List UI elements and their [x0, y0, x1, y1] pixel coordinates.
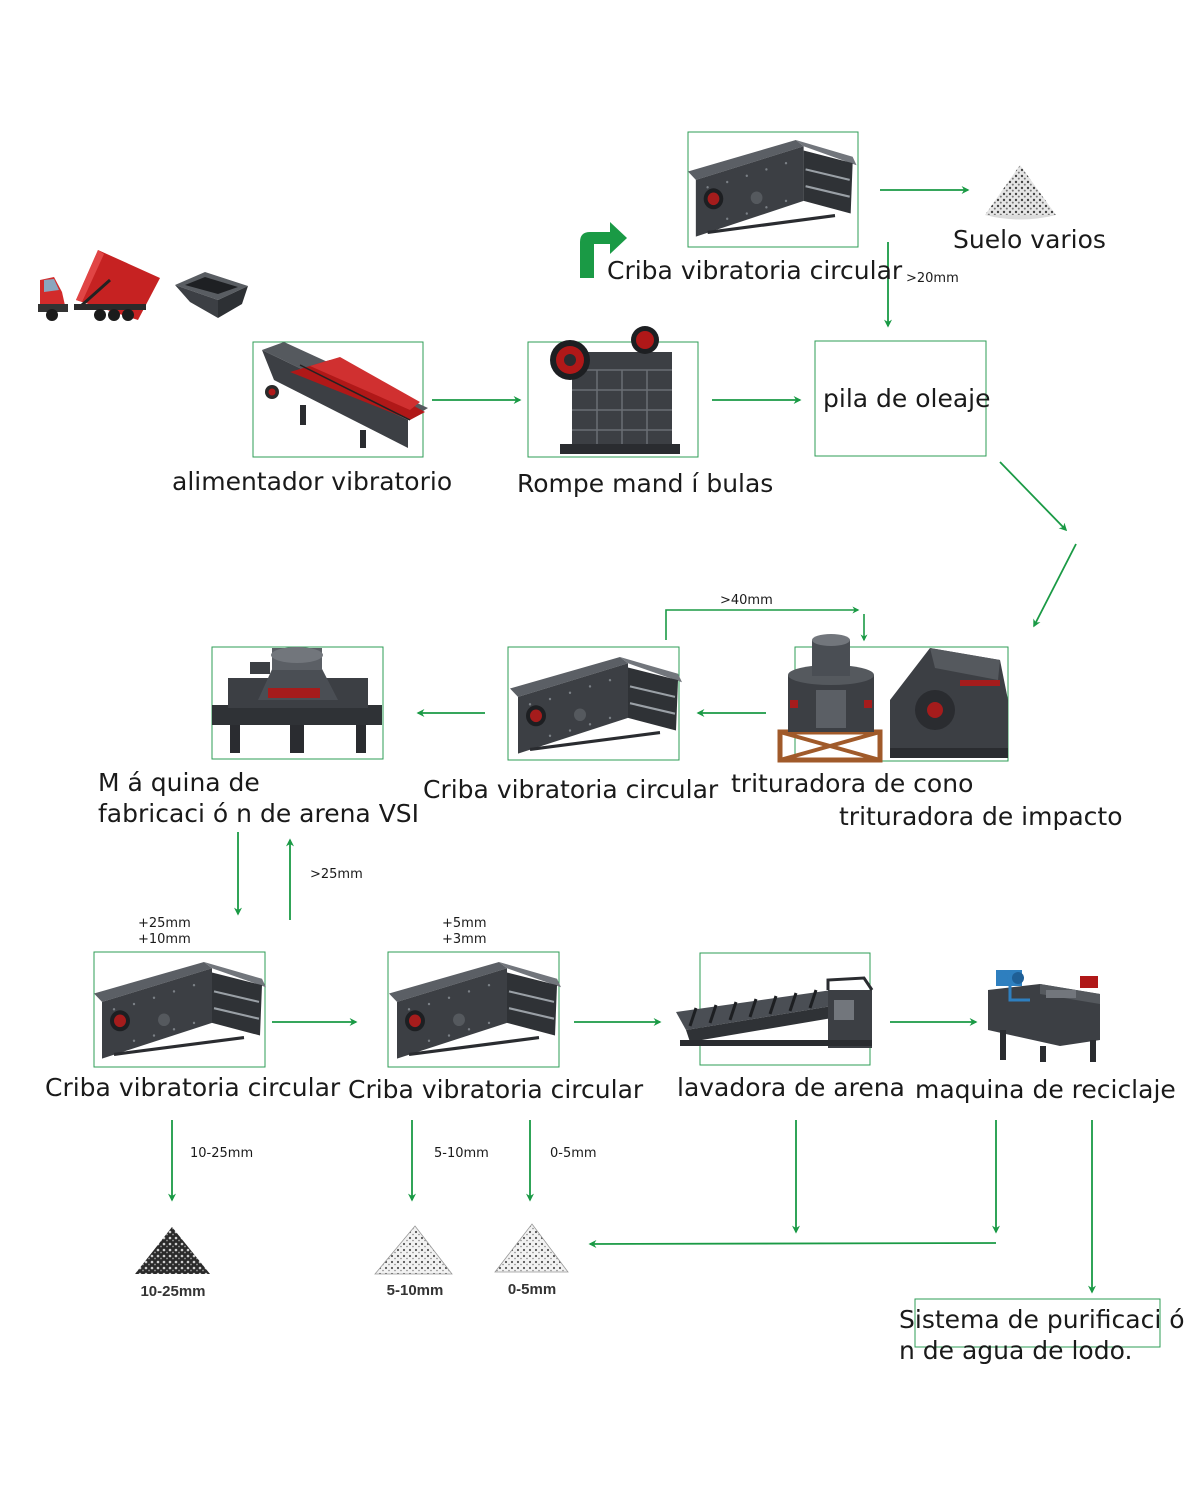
screen-top-frame: [687, 131, 859, 248]
surge-pile-frame: [814, 340, 987, 457]
screen-b-sizes: +5mm +3mm: [442, 916, 487, 947]
size-25-label: >25mm: [310, 867, 363, 882]
aggregate-pile-icon: [985, 165, 1056, 220]
impact-label: trituradora de impacto: [839, 802, 1123, 831]
arrow-recirculate-40: [665, 606, 860, 640]
vsi-label: M á quina de fabricaci ó n de arena VSI: [98, 768, 420, 828]
hopper-icon: [175, 272, 248, 318]
aggregate-pile-icon: [135, 1227, 210, 1274]
screen-mid-frame: [507, 646, 680, 761]
aggregate-pile-icon: [494, 1223, 569, 1273]
turn-arrow-icon: [580, 222, 627, 278]
surge-pile-label: pila de oleaje: [823, 384, 991, 413]
pile-label: 5-10mm: [386, 1282, 444, 1299]
recycling-machine-icon: [988, 970, 1100, 1062]
vibrating-screen-icon: [686, 138, 859, 239]
arrow-pile-down-1: [999, 461, 1068, 532]
vibrating-screen-icon: [508, 655, 684, 756]
out-10-25-label: 10-25mm: [190, 1146, 254, 1161]
feeder-label: alimentador vibratorio: [172, 467, 453, 496]
out-5-10-label: 5-10mm: [434, 1146, 489, 1161]
vibrating-feeder-icon: [262, 342, 428, 448]
aggregate-pile-icon: [374, 1225, 453, 1275]
screen-top-label: Criba vibratoria circular: [607, 256, 903, 285]
pile-label: 0-5mm: [507, 1281, 557, 1298]
water-system-label: Sistema de purificaci ó n de agua de lod…: [899, 1305, 1185, 1365]
vibrating-screen-icon: [92, 960, 268, 1061]
screen-a-frame: [93, 951, 266, 1068]
feeder-frame: [252, 341, 424, 458]
water-system-frame: [914, 1298, 1161, 1348]
screen-b-frame: [387, 951, 560, 1068]
dump-truck-icon: [38, 250, 160, 321]
size-20-label: >20mm: [906, 271, 959, 286]
arrow-pile-down-2: [1033, 543, 1077, 628]
pile-label: 10-25mm: [140, 1283, 206, 1300]
size-40-label: >40mm: [720, 593, 773, 608]
screen-b-label: Criba vibratoria circular: [348, 1075, 644, 1104]
vsi-sand-maker-icon: [212, 647, 382, 753]
screen-mid-label: Criba vibratoria circular: [423, 775, 719, 804]
jaw-label: Rompe mand í bulas: [517, 469, 774, 498]
impact-crusher-icon: [890, 648, 1008, 758]
recycler-label: maquina de reciclaje: [915, 1075, 1176, 1104]
washer-label: lavadora de arena: [677, 1073, 905, 1102]
out-0-5-label: 0-5mm: [550, 1146, 597, 1161]
vibrating-screen-icon: [387, 960, 563, 1061]
cone-crusher-icon: [777, 634, 883, 763]
cone-label: trituradora de cono: [731, 769, 974, 798]
arrow-collect-to-sand: [588, 1239, 997, 1248]
screen-a-label: Criba vibratoria circular: [45, 1073, 341, 1102]
vsi-frame: [211, 646, 384, 760]
screen-a-sizes: +25mm +10mm: [138, 916, 191, 947]
sand-washer-icon: [676, 976, 874, 1048]
jaw-crusher-icon: [550, 326, 680, 454]
soil-label: Suelo varios: [953, 225, 1106, 254]
jaw-frame: [527, 341, 699, 458]
